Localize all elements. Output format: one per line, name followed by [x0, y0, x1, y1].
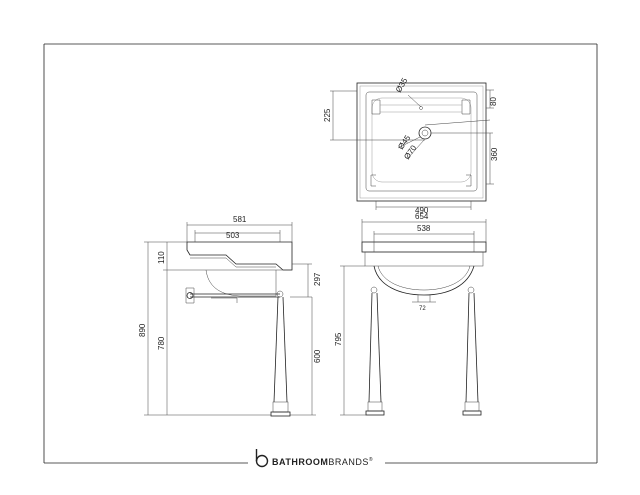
side-view [144, 222, 316, 417]
dim-overflow-diameter: Ø35 [394, 76, 410, 94]
dim-side-top-outer: 581 [233, 215, 247, 224]
dim-back-depth: 225 [323, 108, 332, 122]
dim-side-top-inner: 503 [226, 231, 240, 240]
drawing-frame [43, 43, 598, 464]
dim-bowl-depth: 360 [490, 147, 499, 161]
front-view [340, 219, 487, 416]
dim-rear-edge: 80 [489, 97, 498, 106]
dim-front-inner-width: 538 [417, 224, 431, 233]
brand-registered-mark: ® [369, 456, 373, 463]
dim-side-rim-height: 780 [157, 336, 166, 350]
dim-side-leg-height: 600 [313, 349, 322, 363]
brand-name-bold: BATHROOM [272, 457, 328, 467]
brand-logo: BATHROOMBRANDS® [255, 449, 373, 468]
dim-front-rail-height: 795 [334, 332, 343, 346]
svg-text:BATHROOMBRANDS®: BATHROOMBRANDS® [272, 456, 373, 467]
dim-side-rim: 110 [157, 251, 166, 264]
dim-front-waste-gap: 72 [419, 306, 426, 312]
dim-side-total-height: 890 [138, 323, 147, 337]
dim-side-basin-depth: 297 [313, 272, 322, 286]
dim-front-outer-width: 654 [415, 212, 429, 221]
dim-bowl-width: 490 [415, 206, 429, 215]
plan-view [330, 82, 494, 210]
b-monogram-icon [255, 449, 269, 468]
brand-name-light: BRANDS [328, 457, 369, 467]
